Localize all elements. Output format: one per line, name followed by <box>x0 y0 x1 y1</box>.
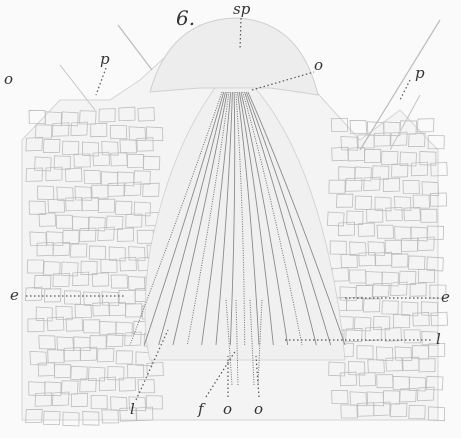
label-e-left: e <box>10 286 19 304</box>
figure-number: 6. <box>176 6 195 30</box>
label-o-left: o <box>4 70 13 88</box>
label-l-bottom: l <box>130 400 135 418</box>
tissue-cell <box>417 119 434 132</box>
label-e-right: e <box>441 288 450 306</box>
label-o-bottom-2: o <box>254 400 263 418</box>
label-sp: sp <box>233 0 251 18</box>
leader-p-left <box>96 68 106 95</box>
label-o-top: o <box>314 56 323 74</box>
hair-left <box>118 25 152 70</box>
label-p-left: p <box>100 50 110 68</box>
label-p-right: p <box>415 64 425 82</box>
label-l-right: l <box>436 330 441 348</box>
label-o-bottom-1: o <box>223 400 232 418</box>
